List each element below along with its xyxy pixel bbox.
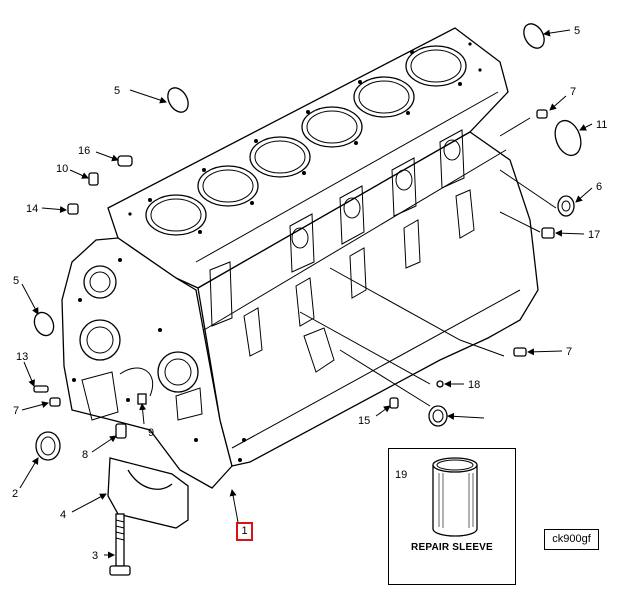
cylinder-bore-5 (353, 76, 415, 118)
callout-7-top: 7 (570, 86, 576, 98)
cylinder-bore-2 (197, 165, 259, 207)
camshaft-seal (557, 195, 575, 217)
callout-5-top-right: 5 (574, 25, 580, 37)
figure-reference-code: ck900gf (544, 529, 599, 550)
callout-1-highlighted[interactable]: 1 (236, 522, 253, 541)
plug-side-lower (513, 347, 527, 357)
callout-7-left: 7 (13, 405, 19, 417)
callout-labels: 5 5 7 11 16 10 6 14 17 5 13 7 18 7 15 9 … (12, 25, 607, 562)
plug-rear-upper (536, 109, 548, 119)
expansion-plug-top (167, 87, 189, 113)
pipe-plug (541, 227, 555, 239)
repair-sleeve-inset: 19 REPAIR SLEEVE (388, 448, 516, 585)
callout-15: 16 (78, 145, 90, 157)
cylinder-bore-1 (145, 194, 207, 236)
cap-dowel (115, 423, 127, 439)
callout-10: 9 (148, 427, 154, 439)
cylinder-bore-3 (249, 136, 311, 178)
head-bolt-holes (128, 42, 482, 234)
lower-seal (428, 405, 448, 427)
cam-bushing (35, 431, 61, 461)
callout-13: 14 (26, 203, 38, 215)
callout-3: 3 (92, 550, 98, 562)
callout-6: 6 (596, 181, 602, 193)
callout-16: 17 (588, 229, 600, 241)
callout-9: 10 (56, 163, 68, 175)
crankcase-openings (209, 129, 465, 327)
repair-sleeve-drawing (432, 457, 478, 537)
cylinder-bore-6 (405, 45, 467, 87)
main-bearing-webs (243, 189, 475, 373)
main-bearing-cap (107, 457, 189, 529)
dowel-pin (88, 172, 99, 186)
expansion-plug-front (33, 311, 55, 337)
cylinder-bore-4 (301, 106, 363, 148)
cap-plug (117, 155, 133, 167)
callout-7-right: 7 (566, 346, 572, 358)
callout-11: 11 (596, 119, 607, 131)
dowel-pin-lower (389, 397, 399, 409)
callout-14: 15 (358, 415, 370, 427)
plug-front-lower (49, 397, 61, 407)
callout-5-top: 5 (114, 85, 120, 97)
repair-sleeve-caption: REPAIR SLEEVE (411, 542, 493, 553)
front-pin (33, 385, 49, 393)
rear-cover-plate (554, 119, 582, 157)
expansion-plug-rear (523, 23, 545, 49)
callout-4: 4 (60, 509, 66, 521)
callout-17: 18 (468, 379, 480, 391)
callout-8: 8 (82, 449, 88, 461)
oil-fitting (137, 393, 147, 405)
callout-5-left: 5 (13, 275, 19, 287)
front-face-details (72, 258, 246, 462)
callout-12: 13 (16, 351, 28, 363)
front-plug (67, 203, 79, 215)
small-fitting (436, 380, 444, 388)
leader-lines (19, 29, 593, 559)
callout-2: 2 (12, 488, 18, 500)
callout-19: 19 (395, 469, 408, 481)
main-bearing-cap-bolt (109, 513, 131, 576)
cylinder-block-drawing (33, 23, 582, 576)
